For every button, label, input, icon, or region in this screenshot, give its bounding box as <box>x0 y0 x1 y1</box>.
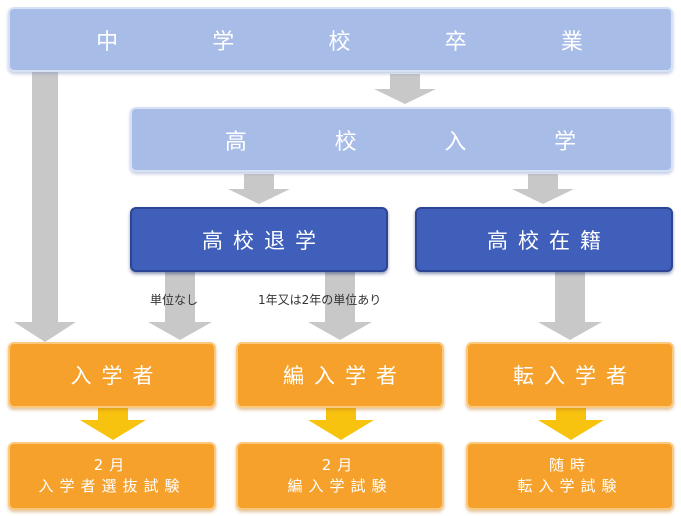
heading-char: 高 <box>224 129 249 155</box>
box-tennyu-exam: 随時 転入学試験 <box>466 442 674 510</box>
box-hennyu-gakusha: 編入学者 <box>236 342 444 408</box>
arrow-zaiseki-to-tennyu <box>538 272 602 340</box>
tennyu-exam-line2: 転入学試験 <box>517 477 623 495</box>
box-nyugakusha: 入学者 <box>8 342 216 408</box>
arrow-tennyu-to-exam <box>538 408 604 440</box>
heading-char: 業 <box>560 29 585 55</box>
box-nyugaku-exam: 2月 入学者選抜試験 <box>8 442 216 510</box>
note-no-credit: 単位なし <box>150 293 199 307</box>
box-chugakko-sotsugyo: 中学校卒業 <box>8 7 673 72</box>
nyugaku-exam-line1: 2月 <box>93 456 131 474</box>
arrow-sotsugyo-to-nyugaku <box>374 74 436 104</box>
arrow-taigaku-to-hennyu <box>308 272 372 340</box>
arrow-sotsugyo-to-nyugakusha <box>14 72 76 342</box>
arrow-taigaku-to-nyugakusha <box>148 272 212 340</box>
note-with-credit: 1年又は2年の単位あり <box>258 293 382 307</box>
tennyu-exam-line1: 随時 <box>548 456 591 474</box>
nyugaku-exam-line2: 入学者選抜試験 <box>38 477 186 495</box>
box-tennyu-gakusha: 転入学者 <box>466 342 674 408</box>
heading-char: 学 <box>554 129 579 155</box>
heading-char: 入 <box>444 129 469 155</box>
hennyu-exam-line1: 2月 <box>321 456 359 474</box>
box-koko-nyugaku: 高校入学 <box>130 107 673 172</box>
hennyu-exam-line2: 編入学試験 <box>287 477 393 495</box>
box-koko-zaiseki: 高校在籍 <box>415 207 673 272</box>
heading-char: 卒 <box>444 29 469 55</box>
arrow-nyugakusha-to-exam <box>80 408 146 440</box>
box-hennyu-exam: 2月 編入学試験 <box>236 442 444 510</box>
box-koko-taigaku: 高校退学 <box>130 207 388 272</box>
heading-char: 学 <box>212 29 237 55</box>
heading-char: 中 <box>96 29 121 55</box>
heading-char: 校 <box>334 129 359 155</box>
arrow-nyugaku-to-taigaku <box>228 174 290 204</box>
heading-char: 校 <box>328 29 353 55</box>
arrow-hennyu-to-exam <box>308 408 374 440</box>
arrow-nyugaku-to-zaiseki <box>512 174 574 204</box>
